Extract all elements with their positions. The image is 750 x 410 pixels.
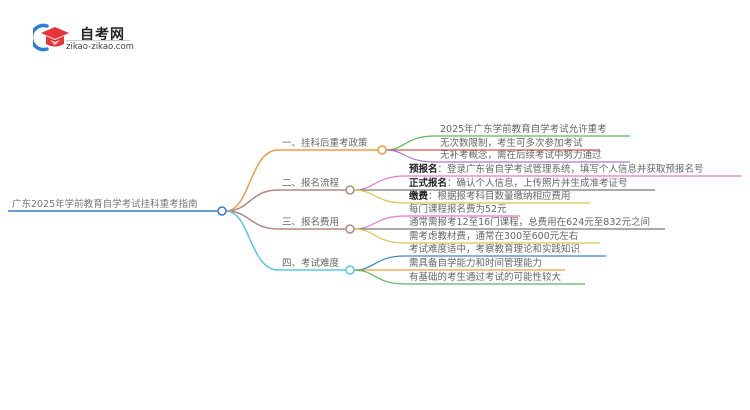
item-text: ：根据报考科目数量缴纳相应费用 <box>428 191 571 202</box>
branch-3-item: 每门课程报名费为52元 <box>409 204 507 215</box>
branch-4-item: 考试难度适中，考察教育理论和实践知识 <box>409 244 581 255</box>
branch-1-item: 无次数限制，考生可多次参加考试 <box>440 138 583 149</box>
branch-4-label[interactable]: 四、考试难度 <box>282 258 340 269</box>
branch-1-item: 2025年广东学前教育自学考试允许重考 <box>440 124 607 135</box>
item-text: ：登录广东省自学考试管理系统，填写个人信息并获取预报名号 <box>437 164 704 175</box>
branch-4-toggle <box>345 265 355 275</box>
root-node-toggle <box>217 206 227 216</box>
branch-3-toggle <box>345 224 355 234</box>
root-node[interactable]: 广东2025年学前教育自学考试挂科重考指南 <box>12 199 198 210</box>
branch-2-toggle <box>345 185 355 195</box>
branch-3-item: 需考虑教材费，通常在300至600元左右 <box>409 231 579 242</box>
branch-1-label[interactable]: 一、挂科后重考政策 <box>282 138 368 149</box>
item-text: ：确认个人信息，上传照片并生成准考证号 <box>447 178 628 189</box>
item-key: 缴费 <box>409 191 429 202</box>
branch-2-label[interactable]: 二、报名流程 <box>282 178 340 189</box>
branch-4-item: 需具备自学能力和时间管理能力 <box>409 258 543 269</box>
branch-4-item: 有基础的考生通过考试的可能性较大 <box>409 272 562 283</box>
branch-3-item: 通常需报考12至16门课程，总费用在624元至832元之间 <box>409 217 650 228</box>
item-key: 预报名 <box>409 164 438 175</box>
branch-1-item: 无补考概念，需在后续考试中努力通过 <box>440 150 602 161</box>
graduation-cap-icon <box>29 23 69 52</box>
logo-url: zikao-zikao.com <box>66 42 134 52</box>
branch-1-toggle <box>377 145 387 155</box>
logo-title: 自考网 <box>80 27 125 43</box>
logo-divider <box>66 40 130 41</box>
branch-3-label[interactable]: 三、报名费用 <box>282 217 340 228</box>
site-logo <box>29 22 143 52</box>
branch-2-item: 预报名：登录广东省自学考试管理系统，填写个人信息并获取预报名号 <box>409 164 704 175</box>
branch-2-item: 正式报名：确认个人信息，上传照片并生成准考证号 <box>409 178 628 189</box>
item-key: 正式报名 <box>409 178 448 189</box>
branch-2-item: 缴费：根据报考科目数量缴纳相应费用 <box>409 191 571 202</box>
